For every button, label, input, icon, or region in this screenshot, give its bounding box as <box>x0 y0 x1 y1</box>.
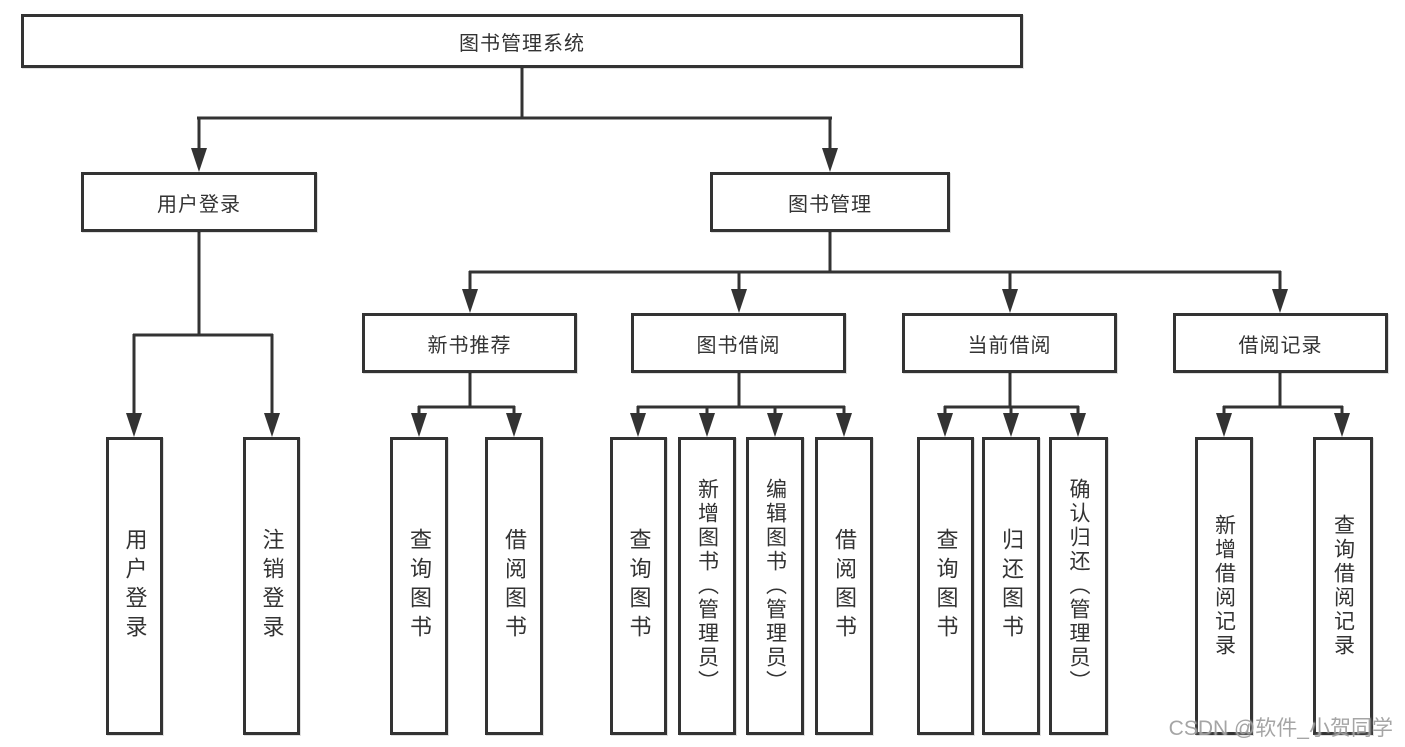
node-new-book-recommendation: 新书推荐 <box>362 313 577 373</box>
node-library-management-system: 图书管理系统 <box>21 14 1023 68</box>
leaf-query-borrow-record: 查询借阅记录 <box>1313 437 1373 735</box>
leaf-logout-login: 注销登录 <box>243 437 300 735</box>
leaf-user-login: 用户登录 <box>106 437 163 735</box>
leaf-query-books-recommend: 查询图书 <box>390 437 448 735</box>
leaf-add-book-admin: 新增图书（管理员） <box>678 437 736 735</box>
leaf-query-books-current: 查询图书 <box>917 437 974 735</box>
node-book-borrowing: 图书借阅 <box>631 313 846 373</box>
node-user-login: 用户登录 <box>81 172 317 232</box>
node-borrowing-records: 借阅记录 <box>1173 313 1388 373</box>
leaf-confirm-return-admin: 确认归还（管理员） <box>1049 437 1108 735</box>
leaf-borrow-books-borrowing: 借阅图书 <box>815 437 873 735</box>
leaf-return-books: 归还图书 <box>982 437 1040 735</box>
leaf-query-books-borrowing: 查询图书 <box>610 437 667 735</box>
leaf-add-borrow-record: 新增借阅记录 <box>1195 437 1253 735</box>
csdn-watermark: CSDN @软件_小贺同学 <box>1168 717 1393 740</box>
node-current-borrowing: 当前借阅 <box>902 313 1117 373</box>
node-book-management: 图书管理 <box>710 172 950 232</box>
leaf-edit-book-admin: 编辑图书（管理员） <box>746 437 804 735</box>
leaf-borrow-books-recommend: 借阅图书 <box>485 437 543 735</box>
